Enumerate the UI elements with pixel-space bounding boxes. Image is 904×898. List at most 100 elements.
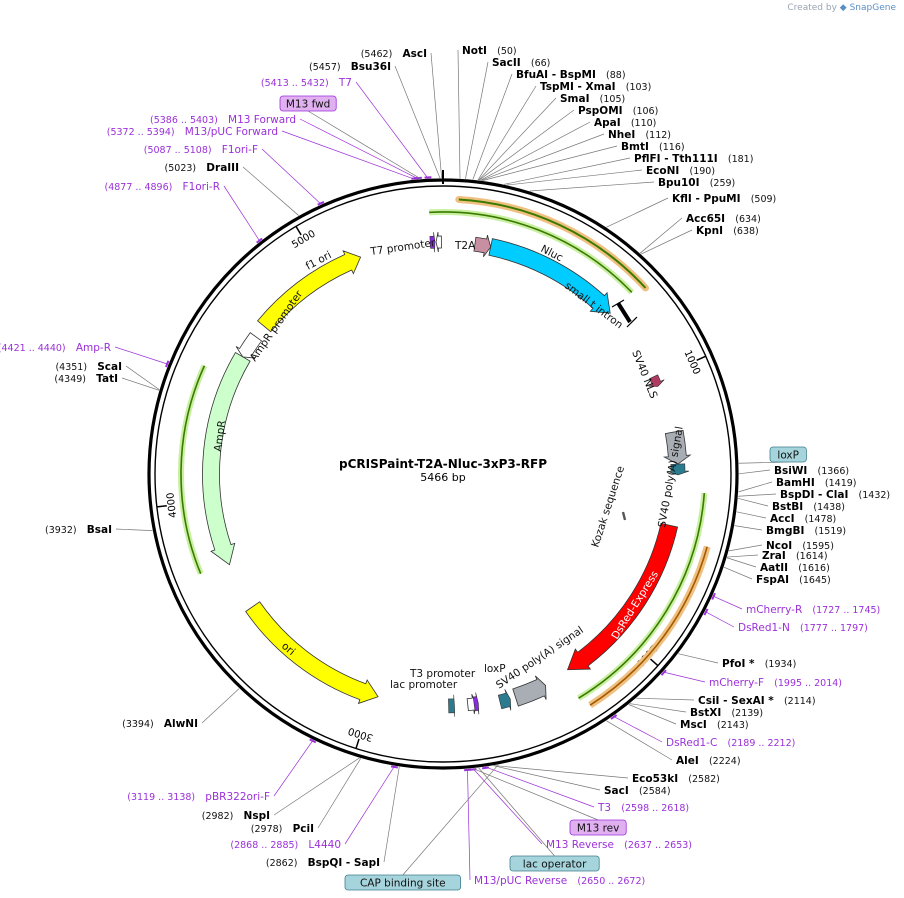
leader-line bbox=[477, 85, 537, 181]
site-name: ZraI bbox=[762, 550, 786, 562]
kozak-mark bbox=[621, 511, 627, 521]
site-label: KflI - PpuMI (509) bbox=[672, 187, 776, 206]
primer-label: mCherry-F (1995 .. 2014) bbox=[709, 671, 842, 690]
primer-label: (5386 .. 5403) M13 Forward bbox=[150, 108, 296, 127]
primer-mark bbox=[309, 738, 317, 744]
site-label: ApaI (110) bbox=[594, 111, 656, 130]
snapgene-logo-icon: ◆ bbox=[839, 3, 847, 13]
primer-position: (2650 .. 2672) bbox=[577, 876, 645, 887]
sv40-polya-arrow-2 bbox=[512, 675, 547, 707]
t3-purple-mark bbox=[472, 692, 480, 715]
site-label: (2978) PciI bbox=[251, 817, 314, 836]
site-position: (1595) bbox=[802, 541, 834, 552]
label-t3-promoter: T3 promoter bbox=[409, 668, 476, 680]
site-label: PfoI * (1934) bbox=[722, 652, 796, 671]
leader-line bbox=[467, 768, 471, 881]
primer-mark bbox=[256, 237, 263, 244]
primer-name: M13/pUC Forward bbox=[185, 126, 278, 138]
leader-line bbox=[114, 346, 169, 365]
site-label: BsiWI (1366) bbox=[774, 459, 849, 478]
site-name: PflFI - Tth111I bbox=[634, 153, 718, 165]
dsred-orf-line-2 bbox=[589, 546, 708, 706]
site-name: KflI - PpuMI bbox=[672, 193, 741, 205]
site-name: NspI bbox=[244, 810, 270, 822]
leader-line bbox=[478, 97, 557, 181]
site-label: (2982) NspI bbox=[202, 804, 270, 823]
site-position: (1366) bbox=[818, 466, 850, 477]
site-name: PciI bbox=[293, 823, 314, 835]
leader-line bbox=[485, 766, 595, 808]
label-box bbox=[509, 855, 600, 872]
leader-line bbox=[504, 157, 631, 185]
primer-name: M13 Forward bbox=[228, 114, 296, 126]
ori-arrow bbox=[245, 601, 379, 705]
leader-line bbox=[355, 81, 429, 179]
site-name: EcoNI bbox=[646, 165, 679, 177]
site-name: AleI bbox=[676, 755, 699, 767]
label-sv40-nls: SV40 NLS bbox=[629, 349, 659, 401]
leader-line bbox=[480, 133, 605, 181]
site-position: (1616) bbox=[798, 563, 830, 574]
leader-line bbox=[493, 765, 601, 791]
credit-prefix: Created by bbox=[787, 3, 837, 13]
primer-position: (5413 .. 5432) bbox=[261, 78, 329, 89]
site-name: BmgBI bbox=[766, 525, 804, 537]
boxed-feature-label: lac operator bbox=[509, 855, 600, 872]
leader-line bbox=[201, 688, 240, 724]
site-label: Eco53kI (2582) bbox=[632, 767, 720, 786]
cap-site-block bbox=[448, 694, 456, 717]
primer-name: pBR322ori-F bbox=[205, 791, 270, 803]
primer-position: (5087 .. 5108) bbox=[144, 145, 212, 156]
primer-label: (2868 .. 2885) L4440 bbox=[230, 833, 341, 852]
label-box bbox=[344, 874, 461, 891]
primer-mark bbox=[660, 669, 667, 676]
credit-brand: SnapGene bbox=[849, 3, 896, 13]
primer-name: L4440 bbox=[308, 839, 341, 851]
site-name: AatII bbox=[760, 562, 788, 574]
site-label: Acc65I (634) bbox=[686, 207, 761, 226]
site-name: BfuAI - BspMI bbox=[516, 69, 596, 81]
leader-line bbox=[344, 765, 395, 845]
feature-arcs bbox=[178, 195, 711, 717]
site-name: Bsu36I bbox=[351, 61, 391, 73]
leader-line bbox=[261, 148, 322, 205]
primer-position: (1995 .. 2014) bbox=[774, 678, 842, 689]
boxed-feature-label: loxP bbox=[769, 446, 807, 463]
site-name: SacII bbox=[492, 57, 521, 69]
site-position: (1432) bbox=[859, 490, 891, 501]
leader-line bbox=[465, 61, 489, 179]
leader-line bbox=[529, 181, 655, 192]
small-t-intron-bar bbox=[616, 301, 632, 324]
primer-position: (5386 .. 5403) bbox=[150, 115, 218, 126]
site-label: (5457) Bsu36I bbox=[309, 55, 391, 74]
nluc-orf-line bbox=[458, 198, 647, 289]
site-position: (116) bbox=[659, 142, 685, 153]
boxed-label-text: loxP bbox=[777, 450, 799, 462]
leader-line bbox=[738, 481, 773, 493]
label-t2a: T2A bbox=[454, 240, 476, 252]
leader-line bbox=[723, 566, 753, 580]
leader-line bbox=[472, 768, 543, 845]
leader-line bbox=[712, 595, 743, 610]
leader-line bbox=[121, 377, 160, 391]
site-name: Eco53kI bbox=[632, 773, 678, 785]
site-label: NcoI (1595) bbox=[766, 534, 834, 553]
boxed-feature-label: M13 rev bbox=[569, 819, 627, 836]
site-label: BstXI (2139) bbox=[690, 701, 763, 720]
site-position: (66) bbox=[531, 58, 551, 69]
site-position: (103) bbox=[626, 82, 652, 93]
site-label: Bpu10I (259) bbox=[658, 171, 735, 190]
site-position: (1478) bbox=[805, 514, 837, 525]
leader-line bbox=[317, 758, 362, 829]
site-position: (2224) bbox=[709, 756, 741, 767]
site-position: (50) bbox=[497, 46, 517, 57]
site-label: ZraI (1614) bbox=[762, 544, 828, 563]
ampr-arrow bbox=[202, 352, 251, 566]
primer-label: (4421 .. 4440) Amp-R bbox=[0, 336, 111, 355]
leader-line bbox=[299, 118, 419, 180]
site-name: SmaI bbox=[560, 93, 590, 105]
site-position: (181) bbox=[728, 154, 754, 165]
site-position: (1614) bbox=[796, 551, 828, 562]
site-name: AlwNI bbox=[164, 718, 198, 730]
leader-line bbox=[726, 557, 757, 568]
